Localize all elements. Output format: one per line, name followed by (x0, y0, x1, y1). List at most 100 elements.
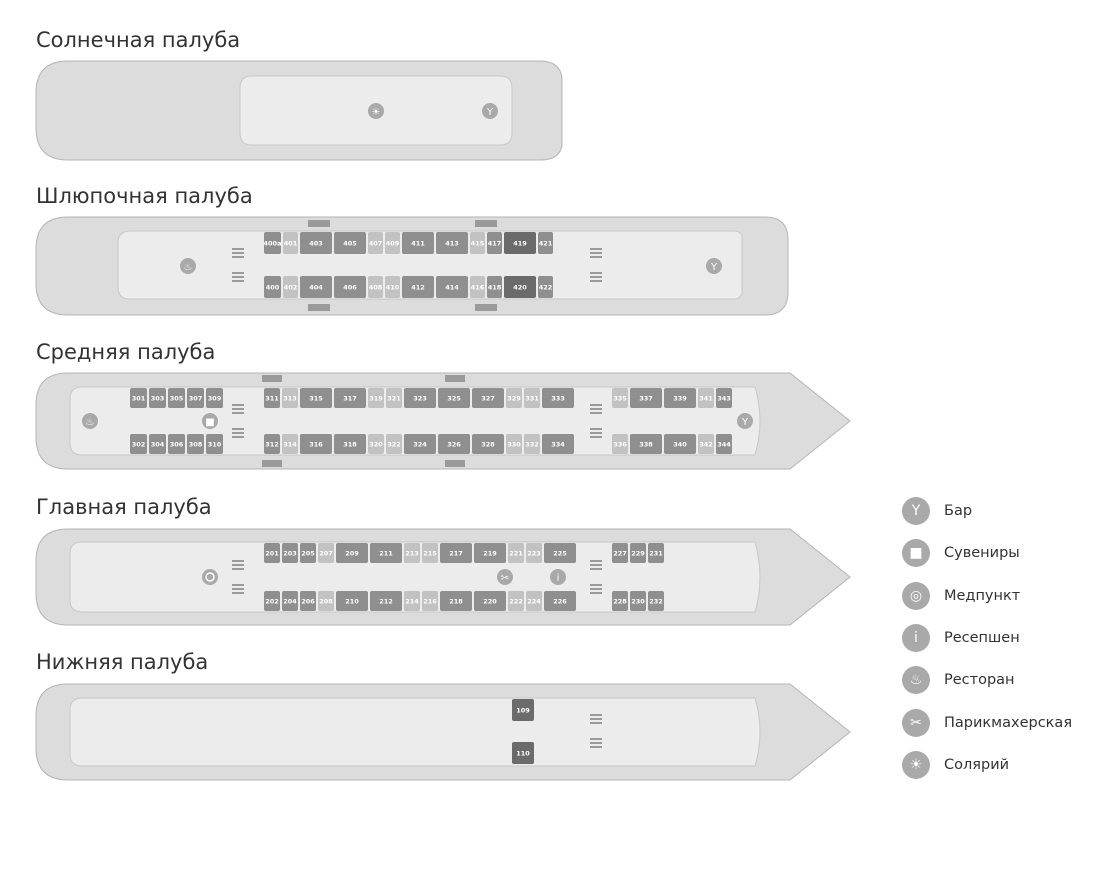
cabin-410[interactable] (385, 276, 400, 298)
cabin-412[interactable] (402, 276, 434, 298)
cabin-223[interactable] (526, 543, 542, 563)
cabin-416[interactable] (470, 276, 485, 298)
cabin-314[interactable] (282, 434, 298, 454)
cabin-340[interactable] (664, 434, 696, 454)
cabin-334[interactable] (542, 434, 574, 454)
cabin-329[interactable] (506, 388, 522, 408)
cabin-228[interactable] (612, 591, 628, 611)
cabin-319[interactable] (368, 388, 384, 408)
cabin-215[interactable] (422, 543, 438, 563)
cabin-110[interactable] (512, 742, 534, 764)
cabin-420[interactable] (504, 276, 536, 298)
cabin-305[interactable] (168, 388, 185, 408)
cabin-320[interactable] (368, 434, 384, 454)
cabin-411[interactable] (402, 232, 434, 254)
cabin-209[interactable] (336, 543, 368, 563)
cabin-400a[interactable] (264, 232, 281, 254)
cabin-208[interactable] (318, 591, 334, 611)
cabin-312[interactable] (264, 434, 280, 454)
cabin-327[interactable] (472, 388, 504, 408)
cabin-224[interactable] (526, 591, 542, 611)
cabin-206[interactable] (300, 591, 316, 611)
cabin-337[interactable] (630, 388, 662, 408)
cabin-304[interactable] (149, 434, 166, 454)
cabin-221[interactable] (508, 543, 524, 563)
cabin-407[interactable] (368, 232, 383, 254)
cabin-342[interactable] (698, 434, 714, 454)
cabin-325[interactable] (438, 388, 470, 408)
cabin-321[interactable] (386, 388, 402, 408)
cabin-222[interactable] (508, 591, 524, 611)
cabin-227[interactable] (612, 543, 628, 563)
cabin-333[interactable] (542, 388, 574, 408)
cabin-231[interactable] (648, 543, 664, 563)
cabin-341[interactable] (698, 388, 714, 408)
cabin-331[interactable] (524, 388, 540, 408)
cabin-413[interactable] (436, 232, 468, 254)
cabin-202[interactable] (264, 591, 280, 611)
cabin-317[interactable] (334, 388, 366, 408)
cabin-408[interactable] (368, 276, 383, 298)
cabin-204[interactable] (282, 591, 298, 611)
cabin-415[interactable] (470, 232, 485, 254)
cabin-214[interactable] (404, 591, 420, 611)
cabin-414[interactable] (436, 276, 468, 298)
cabin-315[interactable] (300, 388, 332, 408)
cabin-225[interactable] (544, 543, 576, 563)
cabin-419[interactable] (504, 232, 536, 254)
cabin-207[interactable] (318, 543, 334, 563)
cabin-310[interactable] (206, 434, 223, 454)
cabin-213[interactable] (404, 543, 420, 563)
cabin-212[interactable] (370, 591, 402, 611)
cabin-323[interactable] (404, 388, 436, 408)
cabin-343[interactable] (716, 388, 732, 408)
cabin-404[interactable] (300, 276, 332, 298)
cabin-109[interactable] (512, 699, 534, 721)
cabin-406[interactable] (334, 276, 366, 298)
cabin-218[interactable] (440, 591, 472, 611)
cabin-322[interactable] (386, 434, 402, 454)
cabin-219[interactable] (474, 543, 506, 563)
cabin-216[interactable] (422, 591, 438, 611)
cabin-211[interactable] (370, 543, 402, 563)
cabin-326[interactable] (438, 434, 470, 454)
cabin-405[interactable] (334, 232, 366, 254)
cabin-306[interactable] (168, 434, 185, 454)
cabin-226[interactable] (544, 591, 576, 611)
cabin-230[interactable] (630, 591, 646, 611)
cabin-338[interactable] (630, 434, 662, 454)
cabin-400[interactable] (264, 276, 281, 298)
cabin-309[interactable] (206, 388, 223, 408)
cabin-401[interactable] (283, 232, 298, 254)
cabin-332[interactable] (524, 434, 540, 454)
cabin-302[interactable] (130, 434, 147, 454)
cabin-417[interactable] (487, 232, 502, 254)
cabin-301[interactable] (130, 388, 147, 408)
cabin-318[interactable] (334, 434, 366, 454)
cabin-313[interactable] (282, 388, 298, 408)
cabin-203[interactable] (282, 543, 298, 563)
cabin-308[interactable] (187, 434, 204, 454)
cabin-303[interactable] (149, 388, 166, 408)
cabin-330[interactable] (506, 434, 522, 454)
cabin-201[interactable] (264, 543, 280, 563)
cabin-205[interactable] (300, 543, 316, 563)
cabin-418[interactable] (487, 276, 502, 298)
cabin-220[interactable] (474, 591, 506, 611)
cabin-402[interactable] (283, 276, 298, 298)
cabin-229[interactable] (630, 543, 646, 563)
cabin-324[interactable] (404, 434, 436, 454)
cabin-422[interactable] (538, 276, 553, 298)
cabin-316[interactable] (300, 434, 332, 454)
cabin-421[interactable] (538, 232, 553, 254)
cabin-335[interactable] (612, 388, 628, 408)
cabin-307[interactable] (187, 388, 204, 408)
cabin-210[interactable] (336, 591, 368, 611)
cabin-217[interactable] (440, 543, 472, 563)
cabin-339[interactable] (664, 388, 696, 408)
cabin-344[interactable] (716, 434, 732, 454)
cabin-336[interactable] (612, 434, 628, 454)
cabin-409[interactable] (385, 232, 400, 254)
cabin-311[interactable] (264, 388, 280, 408)
cabin-328[interactable] (472, 434, 504, 454)
